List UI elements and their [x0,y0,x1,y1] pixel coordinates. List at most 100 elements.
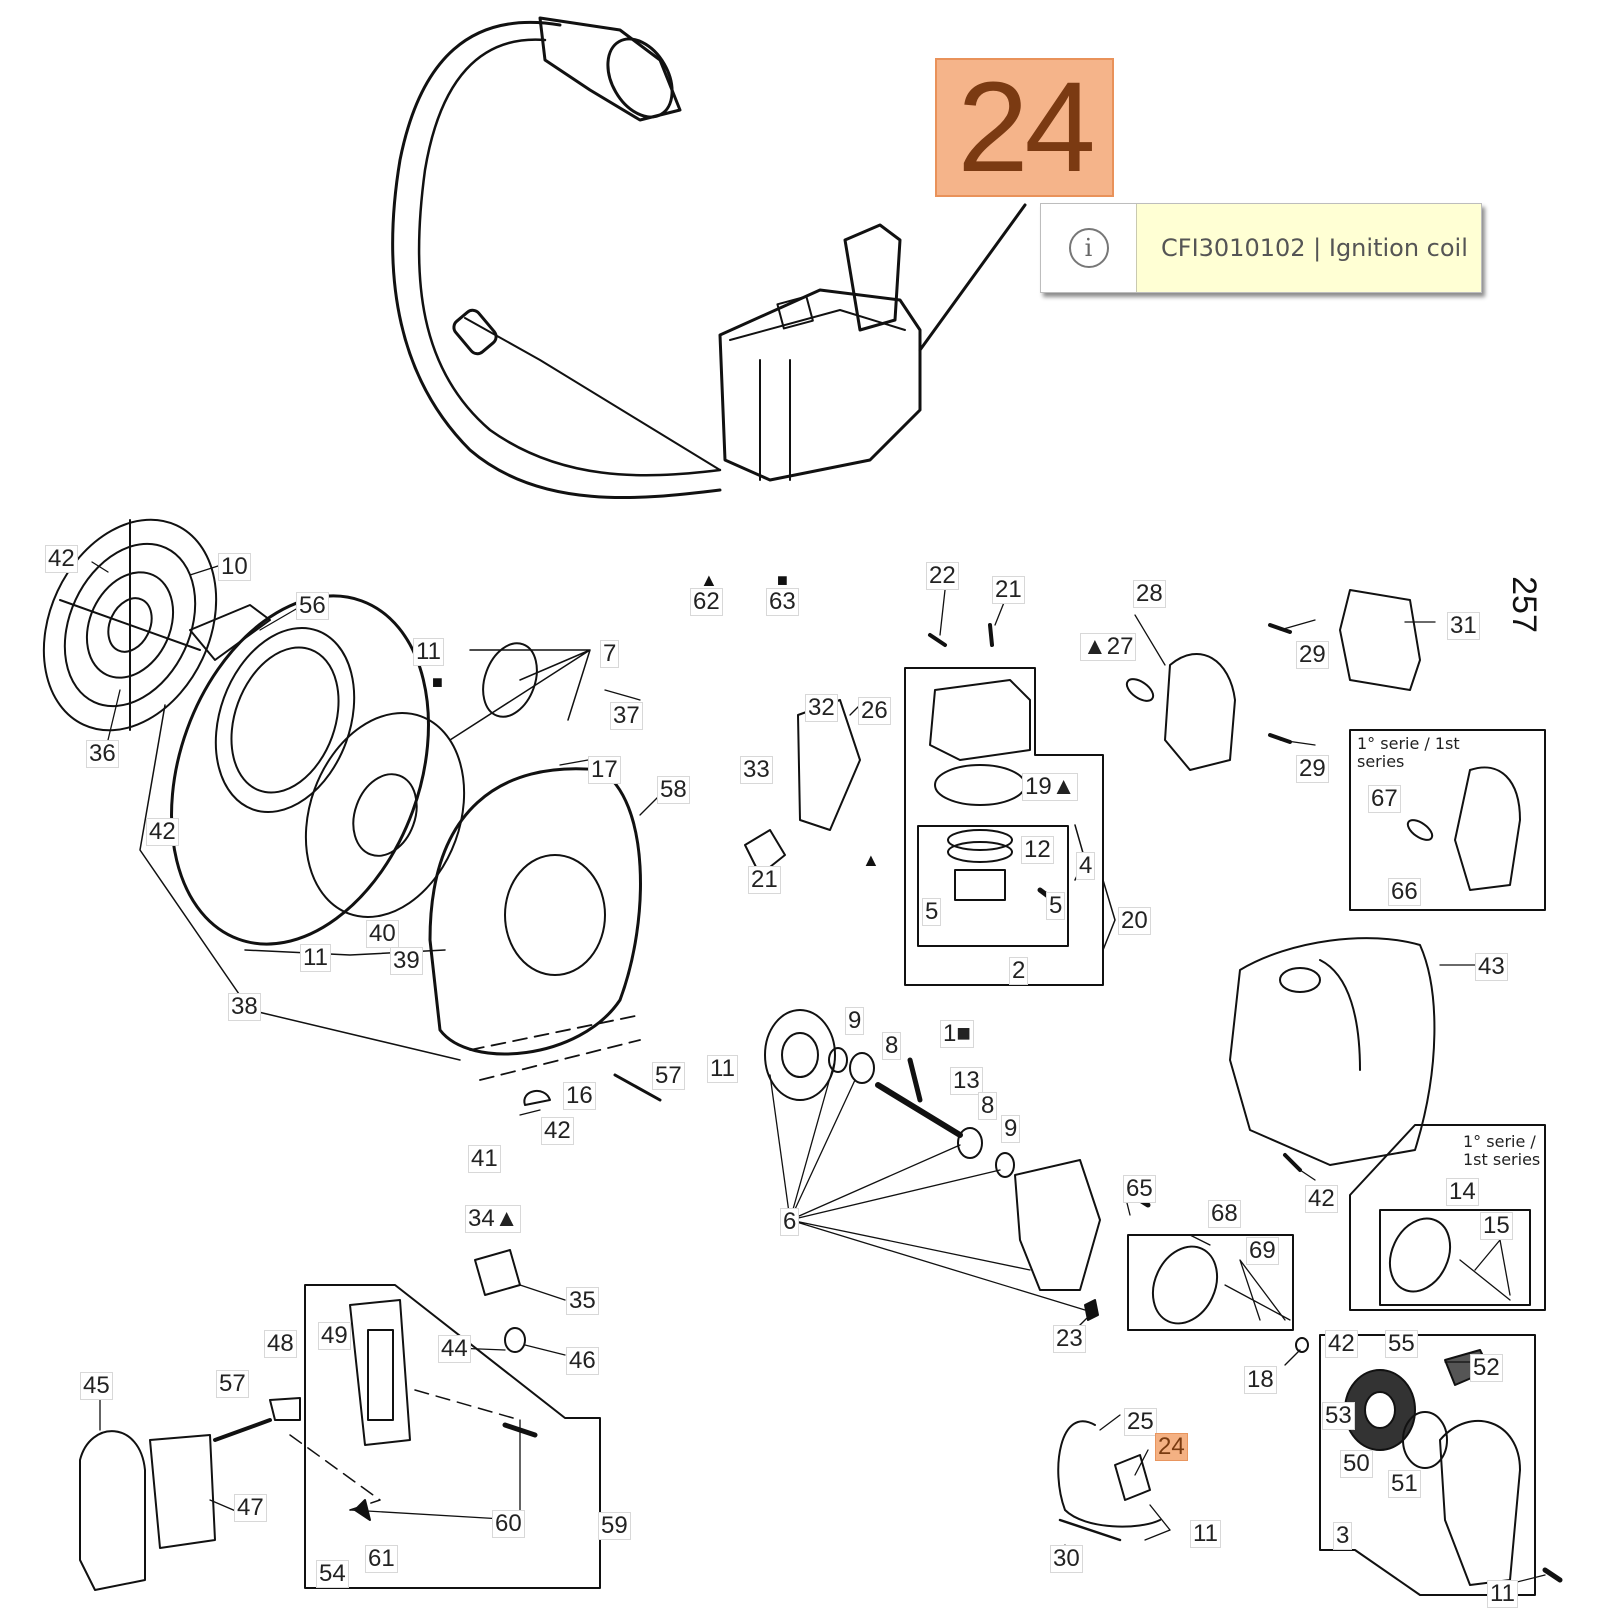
series-note-clutch: 1° serie / 1st series [1463,1132,1541,1169]
callout-label[interactable]: 60 [492,1510,525,1538]
callout-label[interactable]: 53 [1322,1402,1355,1430]
callout-label[interactable]: 3 [1333,1522,1353,1550]
tooltip-icon-cell: i [1041,204,1137,292]
callout-label[interactable]: 57 [652,1062,685,1090]
callout-label[interactable]: 37 [610,702,643,730]
callout-label[interactable]: 21 [992,576,1025,604]
callout-label[interactable]: 29 [1296,755,1329,783]
callout-label[interactable]: 61 [365,1545,398,1573]
callout-label[interactable]: 34▲ [465,1205,522,1233]
callout-label[interactable]: 21 [748,866,781,894]
callout-label[interactable]: 11 [1190,1520,1221,1548]
callout-label[interactable]: 6 [780,1208,800,1236]
callout-label[interactable]: 42 [541,1117,574,1145]
leader-lines [91,561,1546,1586]
callout-label[interactable]: 36 [86,740,119,768]
callout-label[interactable]: 8 [882,1032,902,1060]
callout-label[interactable]: 15 [1480,1212,1513,1240]
square-icon: ■ [432,672,443,692]
callout-label[interactable]: 1■ [940,1020,974,1048]
callout-label[interactable]: 32 [805,694,838,722]
callout-label[interactable]: 19▲ [1022,773,1079,801]
callout-label[interactable]: 46 [566,1347,599,1375]
callout-label[interactable]: 38 [228,993,261,1021]
callout-label[interactable]: 26 [858,697,891,725]
callout-label[interactable]: 56 [296,592,329,620]
callout-label[interactable]: 7 [600,640,620,668]
callout-label[interactable]: 58 [657,776,690,804]
callout-label[interactable]: 43 [1475,953,1508,981]
callout-label[interactable]: 54 [316,1560,349,1588]
callout-label[interactable]: 51 [1388,1470,1421,1498]
callout-label[interactable]: 52 [1470,1354,1503,1382]
callout-label[interactable]: 8 [978,1092,998,1120]
callout-label[interactable]: 57 [216,1370,249,1398]
callout-label[interactable]: 25 [1124,1408,1157,1436]
callout-label[interactable]: 42 [146,818,179,846]
clutch-illustration [1127,1124,1546,1331]
callout-label[interactable]: ▲27 [1080,633,1137,661]
callout-label[interactable]: 12 [1021,836,1054,864]
callout-label[interactable]: 67 [1368,785,1401,813]
callout-label[interactable]: 40 [366,920,399,948]
callout-label[interactable]: 42 [45,545,78,573]
callout-label[interactable]: 48 [264,1330,297,1358]
callout-label[interactable]: 14 [1446,1178,1479,1206]
callout-label[interactable]: 11 [1487,1580,1518,1608]
callout-label[interactable]: 66 [1388,878,1421,906]
ignition-coil-illustration [391,16,1027,500]
starter-illustration [1057,1334,1563,1596]
callout-label[interactable]: 11 [707,1055,738,1083]
callout-label[interactable]: 28 [1133,580,1166,608]
callout-label[interactable]: 11 [300,944,331,972]
callout-label[interactable]: 5 [1046,892,1066,920]
callout-label[interactable]: 2 [1009,957,1029,985]
callout-label[interactable]: 23 [1053,1325,1086,1353]
callout-label[interactable]: 17 [588,756,621,784]
legend-label-63[interactable]: 63 [766,588,799,616]
info-icon: i [1068,228,1109,268]
selected-part-callout-small[interactable]: 24 [1155,1433,1188,1461]
engine-cover-illustration [1229,937,1436,1172]
callout-label[interactable]: 68 [1208,1200,1241,1228]
callout-label[interactable]: 29 [1296,641,1329,669]
callout-label[interactable]: 20 [1118,907,1151,935]
callout-label[interactable]: 9 [1001,1115,1021,1143]
callout-label[interactable]: 9 [845,1007,865,1035]
callout-label[interactable]: 30 [1050,1545,1083,1573]
callout-label[interactable]: 45 [80,1372,113,1400]
callout-label[interactable]: 55 [1385,1330,1418,1358]
callout-label[interactable]: 49 [318,1322,351,1350]
callout-label[interactable]: 35 [566,1287,599,1315]
callout-label[interactable]: 47 [234,1494,267,1522]
cylinder-group-illustration [744,623,1116,986]
callout-label[interactable]: 5 [922,898,942,926]
legend-label-62[interactable]: 62 [690,588,723,616]
callout-label[interactable]: 16 [563,1082,596,1110]
callout-label[interactable]: 42 [1305,1185,1338,1213]
callout-label[interactable]: 44 [438,1335,471,1363]
callout-label[interactable]: 59 [598,1512,631,1540]
callout-label[interactable]: 33 [740,756,773,784]
callout-label[interactable]: 39 [390,947,423,975]
callout-label[interactable]: 50 [1340,1450,1373,1478]
callout-label[interactable]: 69 [1246,1237,1279,1265]
part-tooltip: i CFI3010102 | Ignition coil [1040,203,1482,293]
callout-label[interactable]: 11 [413,638,444,666]
callout-label[interactable]: 10 [218,553,251,581]
callout-label[interactable]: 31 [1447,612,1480,640]
square-icon: ■ [777,570,788,590]
callout-label[interactable]: 18 [1244,1366,1277,1394]
callout-label[interactable]: 22 [926,562,959,590]
air-filter-illustration [79,1249,601,1591]
callout-label[interactable]: 41 [468,1145,501,1173]
callout-label[interactable]: 13 [950,1067,983,1095]
callout-label[interactable]: 4 [1076,852,1096,880]
crankcase-illustration [764,1009,1151,1321]
triangle-icon: ▲ [700,570,718,590]
callout-label[interactable]: 42 [1325,1330,1358,1358]
callout-label[interactable]: 65 [1123,1175,1156,1203]
selected-part-callout[interactable]: 24 [935,58,1114,197]
